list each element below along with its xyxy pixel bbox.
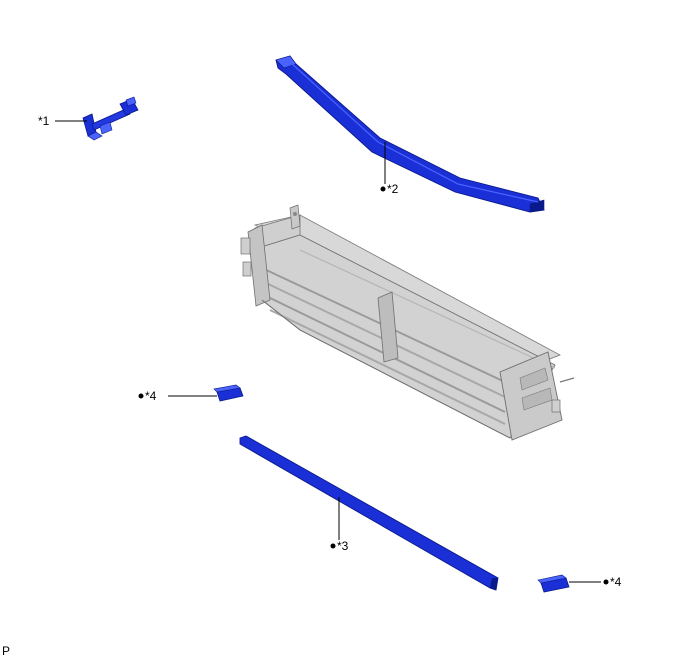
callout-3: *3: [330, 497, 349, 553]
shutter-assembly-icon: [240, 204, 575, 441]
callout-4-left-label: *4: [145, 389, 157, 403]
seal-block-icon: [213, 384, 244, 402]
callout-2-label: *2: [387, 182, 399, 196]
callout-3-label: *3: [337, 539, 349, 553]
marker-dot: [330, 543, 336, 549]
callout-2: *2: [380, 142, 399, 196]
callout-4-right: *4: [569, 575, 622, 589]
seal-block-icon: [537, 574, 570, 593]
marker-dot: [380, 186, 386, 192]
callout-4-right-label: *4: [610, 575, 622, 589]
marker-dot: [603, 579, 609, 585]
callout-1: *1: [38, 114, 87, 128]
bracket-icon: [82, 96, 139, 141]
lower-seal-strip-icon: [239, 435, 499, 591]
callout-4-left: *4: [138, 389, 217, 403]
figure-code: P: [2, 644, 10, 658]
callout-1-label: *1: [38, 114, 50, 128]
upper-seal-strip-icon: [275, 55, 545, 213]
marker-dot: [138, 393, 144, 399]
